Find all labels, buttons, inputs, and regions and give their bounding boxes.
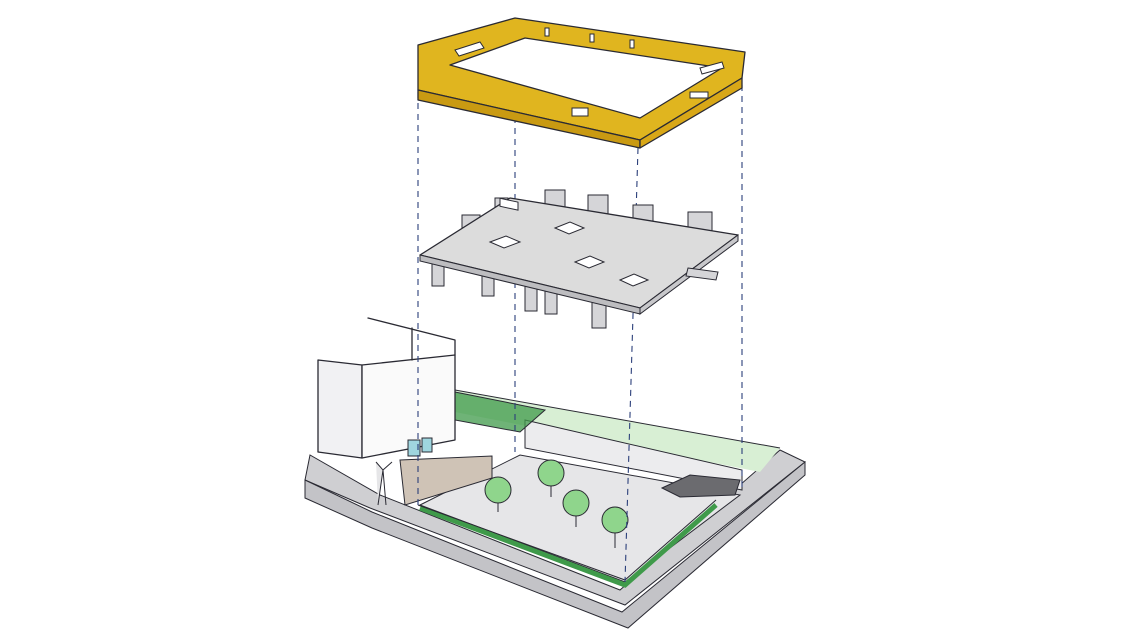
tree-4 — [601, 506, 629, 548]
site-ground-layer — [304, 317, 806, 629]
street-pavement — [304, 449, 806, 606]
back-wall — [524, 419, 743, 491]
slab-openings — [488, 221, 650, 287]
tree-3 — [562, 489, 590, 527]
building-glazing-1 — [407, 439, 421, 457]
ramp-right — [660, 474, 741, 498]
courtyard-hedge-border — [419, 503, 718, 588]
lower-sidewalk — [304, 460, 806, 629]
roof-frame-layer — [417, 17, 746, 211]
floor-slab-layer — [419, 189, 739, 329]
tree-1 — [484, 476, 512, 512]
existing-building-front — [317, 359, 363, 459]
building-glazing-2 — [421, 437, 433, 453]
existing-building-side — [361, 354, 456, 459]
roof-frame-slots — [454, 41, 725, 211]
courtyard-trees — [484, 459, 629, 548]
building-tree-trunk — [375, 461, 393, 506]
roof-frame-notches — [544, 27, 635, 49]
tree-2 — [537, 459, 565, 497]
